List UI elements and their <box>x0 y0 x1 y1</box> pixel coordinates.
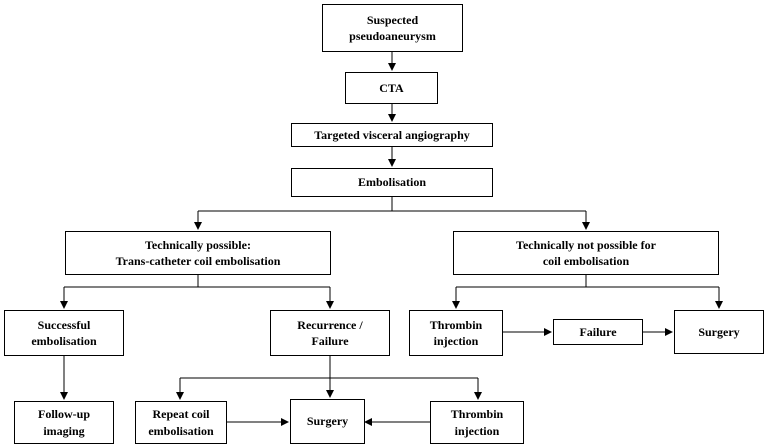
node-recurrence-failure: Recurrence /Failure <box>270 310 390 356</box>
node-technically-possible: Technically possible:Trans-catheter coil… <box>65 231 331 275</box>
node-surgery-1: Surgery <box>674 310 764 354</box>
node-embolisation: Embolisation <box>291 168 493 197</box>
node-surgery-2: Surgery <box>290 399 365 444</box>
node-cta: CTA <box>345 72 438 104</box>
node-failure: Failure <box>553 319 643 345</box>
node-targeted-visceral-angiography: Targeted visceral angiography <box>291 123 493 147</box>
